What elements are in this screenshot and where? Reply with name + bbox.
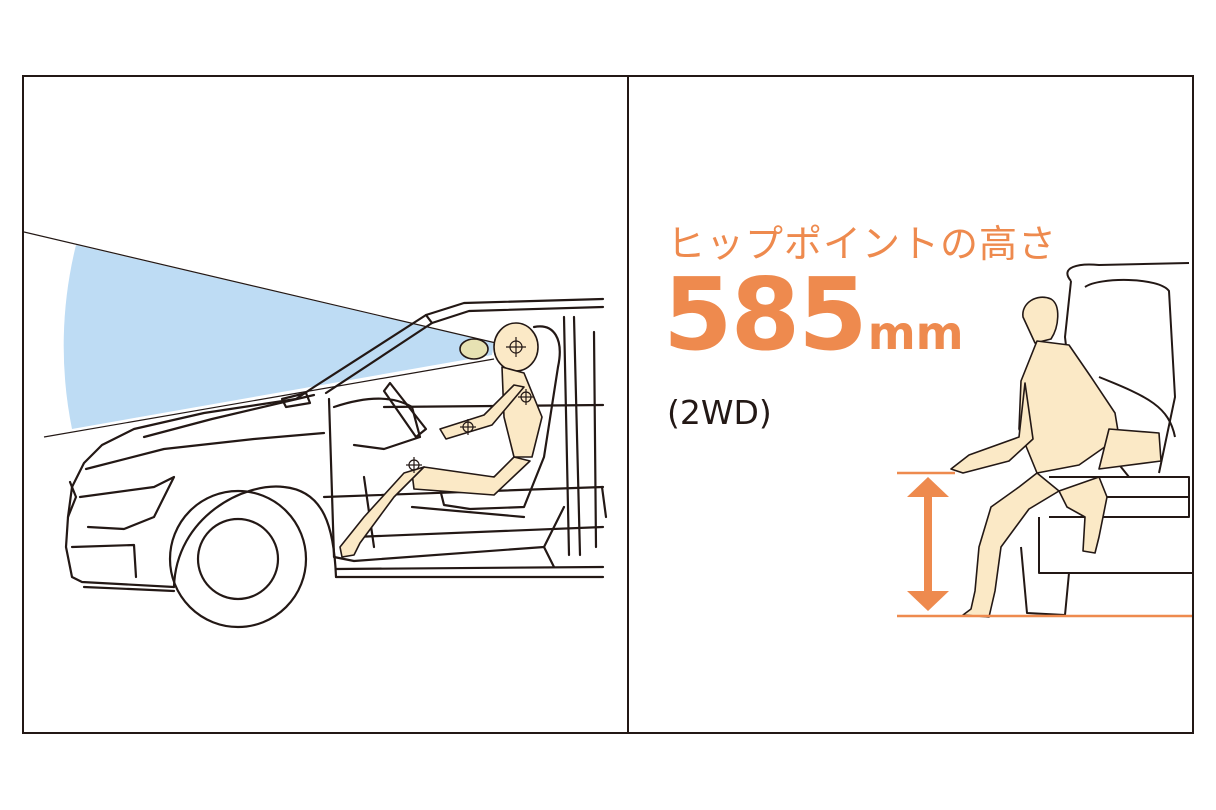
panel-divider: [627, 75, 629, 734]
vision-line-lower: [43, 358, 495, 438]
hip-point-illustration: [897, 262, 1192, 618]
hip-point-number: 585: [663, 256, 868, 373]
seated-figure: [950, 296, 1162, 618]
vision-cone: [63, 245, 495, 429]
figure-frame: [22, 75, 1194, 734]
car-illustration: [24, 231, 608, 629]
drive-type-note: (2WD): [667, 393, 772, 432]
joint-markers: [406, 337, 534, 473]
vision-line-upper: [24, 231, 497, 344]
hip-point-unit: mm: [867, 306, 964, 360]
hip-point-heading: ヒップポイントの高さ: [667, 222, 1058, 266]
height-dimension-arrow: [907, 477, 949, 611]
hip-point-value: 585mm: [663, 265, 964, 365]
car-visibility-panel: [24, 77, 627, 732]
hip-point-panel: ヒップポイントの高さ 585mm (2WD): [629, 77, 1192, 732]
